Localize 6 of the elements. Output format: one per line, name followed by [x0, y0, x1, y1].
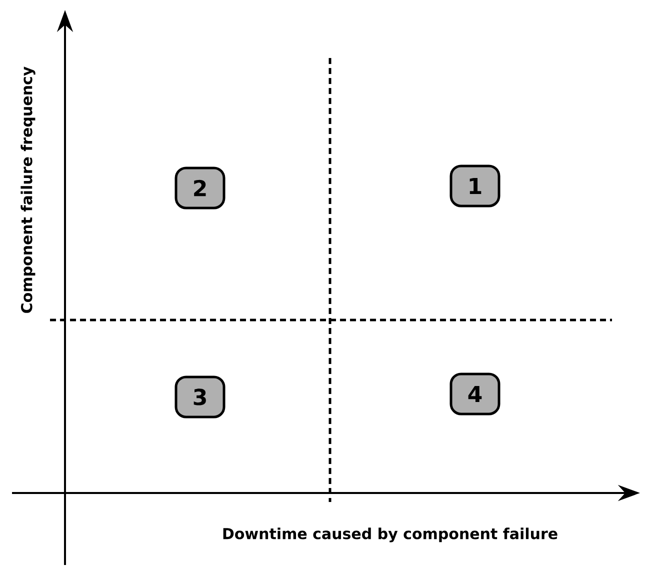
- quadrant-badge: 4: [450, 372, 500, 416]
- axis-title: Downtime caused by component failure: [223, 528, 558, 542]
- quadrant-badge: 1: [450, 164, 500, 208]
- axis-title: Component failure frequency: [20, 66, 36, 313]
- quadrant-badge: 3: [174, 376, 226, 418]
- quadrant-badge: 2: [174, 166, 226, 210]
